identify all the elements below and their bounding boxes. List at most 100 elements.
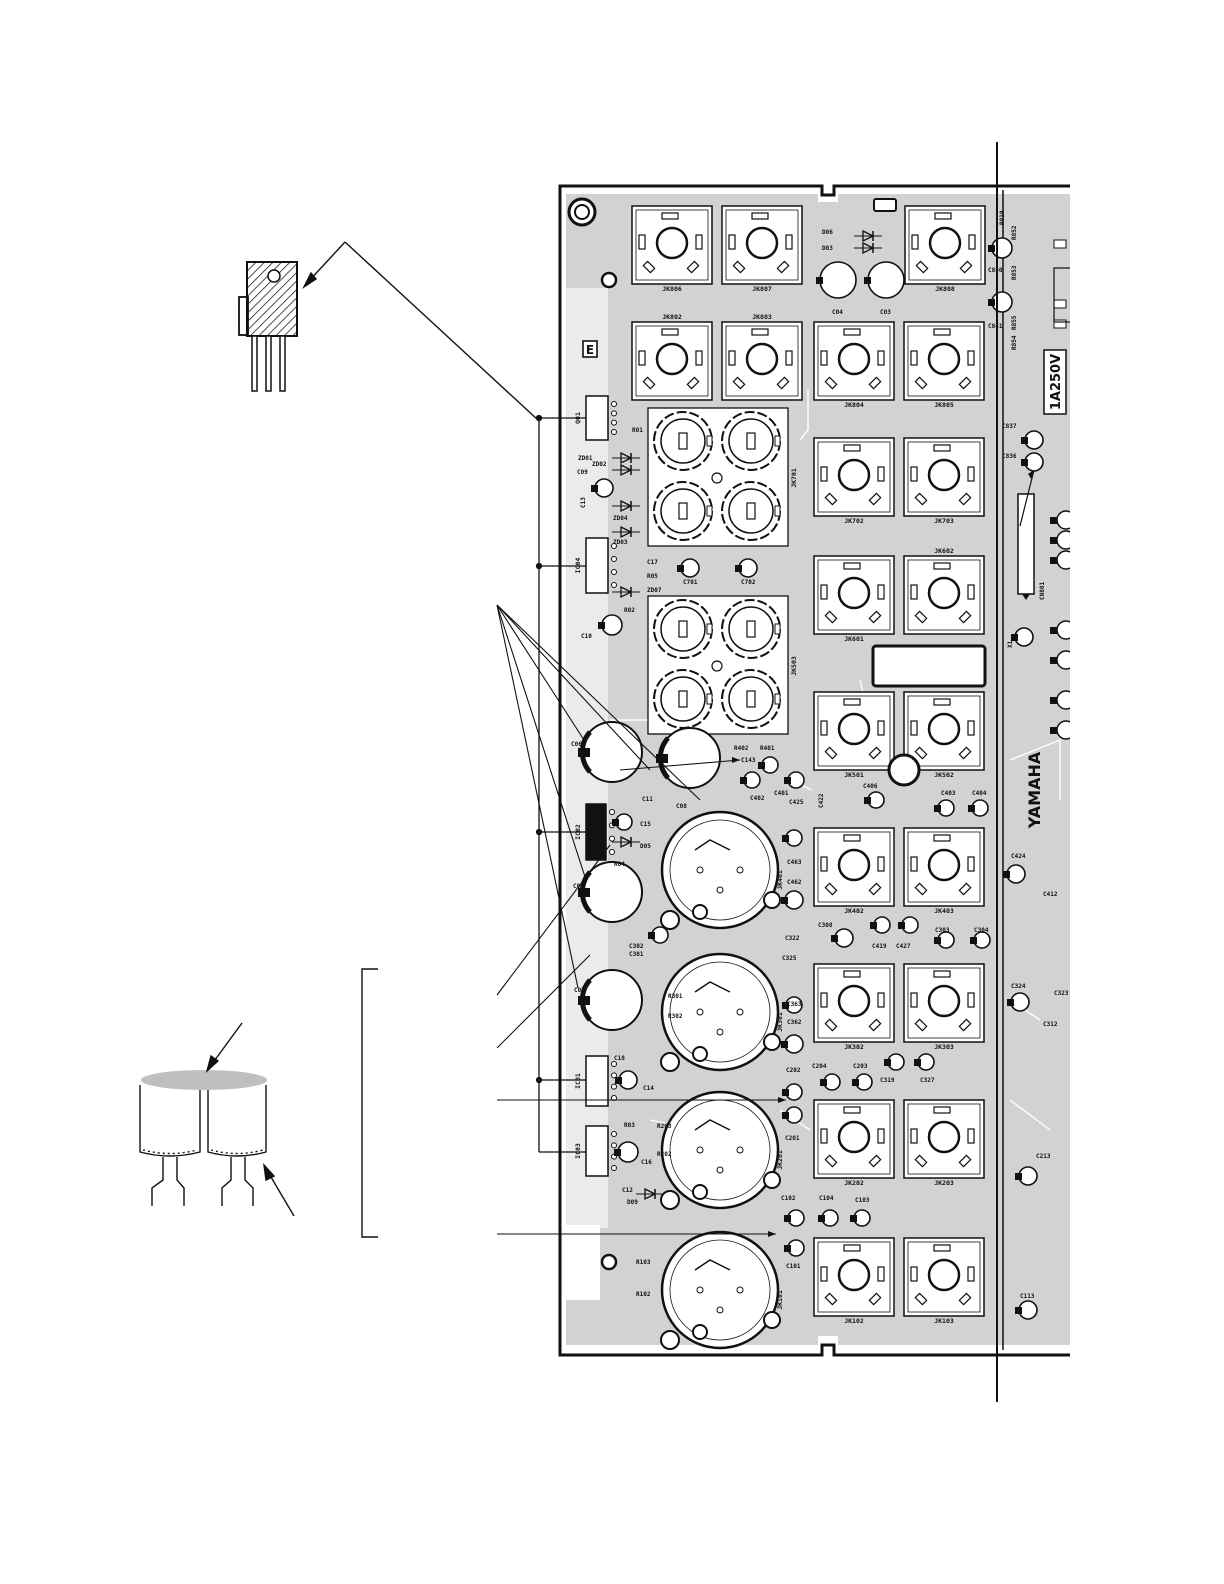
- component-label: JK805: [934, 401, 954, 409]
- blank-label-box: [871, 644, 987, 688]
- component-label: C13: [580, 497, 587, 508]
- component-label: C302: [629, 943, 644, 950]
- jack-square: JK802: [631, 313, 713, 401]
- jack-xlr: JK201: [660, 1090, 784, 1210]
- component-label: X1: [1007, 640, 1014, 648]
- capacitor: [781, 1034, 804, 1054]
- component-label: JK804: [844, 401, 864, 409]
- capacitor: [784, 1209, 805, 1227]
- component-label: C15: [640, 821, 651, 828]
- component-label: C427: [896, 943, 911, 950]
- component-label: C10: [581, 633, 592, 640]
- component-label: R102: [636, 1291, 651, 1298]
- component-label: JK301: [776, 1012, 784, 1032]
- component-label: C462: [787, 879, 802, 886]
- jack-square: JK403: [903, 827, 985, 915]
- capacitor: [612, 813, 633, 831]
- capacitor: [598, 614, 623, 636]
- jack-xlr: JK401: [660, 810, 784, 930]
- component-label: C213: [1036, 1153, 1051, 1160]
- component-label: C17: [647, 559, 658, 566]
- component-label: C103: [855, 1197, 870, 1204]
- component-label: C324: [1011, 983, 1026, 990]
- component-label: C304: [974, 927, 989, 934]
- capacitor: [648, 926, 669, 944]
- component-label: JK602: [934, 547, 954, 555]
- component-label: C143: [741, 757, 756, 764]
- capacitor: [782, 1106, 803, 1124]
- component-label: R853: [1011, 265, 1018, 280]
- component-label: R02: [624, 607, 635, 614]
- jack-square: JK502: [903, 691, 985, 779]
- capacitor-large: [578, 861, 643, 923]
- component-label: R402: [734, 745, 749, 752]
- component-label: JK203: [934, 1179, 954, 1187]
- jack-square: JK808: [904, 205, 986, 293]
- ic-package: IC03: [574, 1125, 617, 1177]
- component-label: C841: [988, 323, 1003, 330]
- component-label: C202: [786, 1067, 801, 1074]
- capacitor: [782, 1083, 803, 1101]
- capacitor: [781, 890, 804, 910]
- diode: [612, 835, 640, 849]
- component-label: C308: [818, 922, 833, 929]
- jack-square: JK702: [813, 437, 895, 525]
- component-label: JK702: [844, 517, 864, 525]
- capacitor: [1021, 430, 1044, 450]
- jack-xlr: JK101: [660, 1230, 784, 1350]
- capacitor: [914, 1053, 935, 1071]
- component-label: C113: [1020, 1293, 1035, 1300]
- component-label: C325: [782, 955, 797, 962]
- component-label: ZD02: [592, 461, 607, 468]
- component-label: R01: [632, 427, 643, 434]
- component-label: C362: [787, 1019, 802, 1026]
- component-label: ZD07: [647, 587, 662, 594]
- side-mark: E: [586, 343, 594, 357]
- mounting-hole: [887, 753, 921, 787]
- component-label: JK701: [790, 468, 798, 488]
- jack-square: JK303: [903, 963, 985, 1051]
- capacitor: [782, 829, 803, 847]
- capacitor: [591, 478, 614, 498]
- component-label: C403: [941, 790, 956, 797]
- component-label: R301: [668, 993, 683, 1000]
- component-label: R04: [614, 861, 625, 868]
- component-label: JK402: [844, 907, 864, 915]
- component-label: C840: [988, 267, 1003, 274]
- jack-square: JK807: [721, 205, 803, 293]
- jack-square: JK805: [903, 321, 985, 409]
- component-label: C319: [880, 1077, 895, 1084]
- component-label: C09: [577, 469, 588, 476]
- component-label: C11: [642, 796, 653, 803]
- jack-square: JK804: [813, 321, 895, 409]
- component-label: JK403: [934, 907, 954, 915]
- capacitor-pointers: [205, 1022, 295, 1217]
- component-label: C08: [676, 803, 687, 810]
- component-label: JK802: [662, 313, 682, 321]
- capacitor: [1007, 992, 1030, 1012]
- capacitor: [1015, 1166, 1038, 1186]
- capacitor: [816, 261, 857, 299]
- component-label: C14: [643, 1085, 654, 1092]
- component-label: C401: [774, 790, 789, 797]
- component-label: C422: [818, 793, 825, 808]
- jack-square: JK806: [631, 205, 713, 293]
- component-label: C18: [614, 1055, 625, 1062]
- component-label: JK503: [790, 656, 798, 676]
- callout-lines: [496, 604, 786, 1237]
- component-label: IC01: [574, 1073, 582, 1089]
- component-label: JK803: [752, 313, 772, 321]
- component-label: JK601: [844, 635, 864, 643]
- capacitor-pair-illustration: [139, 1070, 267, 1206]
- capacitor: [820, 1073, 841, 1091]
- transistor-pointer: [302, 241, 539, 421]
- capacitor: [852, 1073, 873, 1091]
- component-label: JK703: [934, 517, 954, 525]
- capacitor-large: [578, 721, 643, 783]
- component-label: D06: [822, 229, 833, 236]
- component-label: C836: [1002, 453, 1017, 460]
- ic-callout-bracket: [535, 414, 586, 1153]
- jack-square: JK501: [813, 691, 895, 779]
